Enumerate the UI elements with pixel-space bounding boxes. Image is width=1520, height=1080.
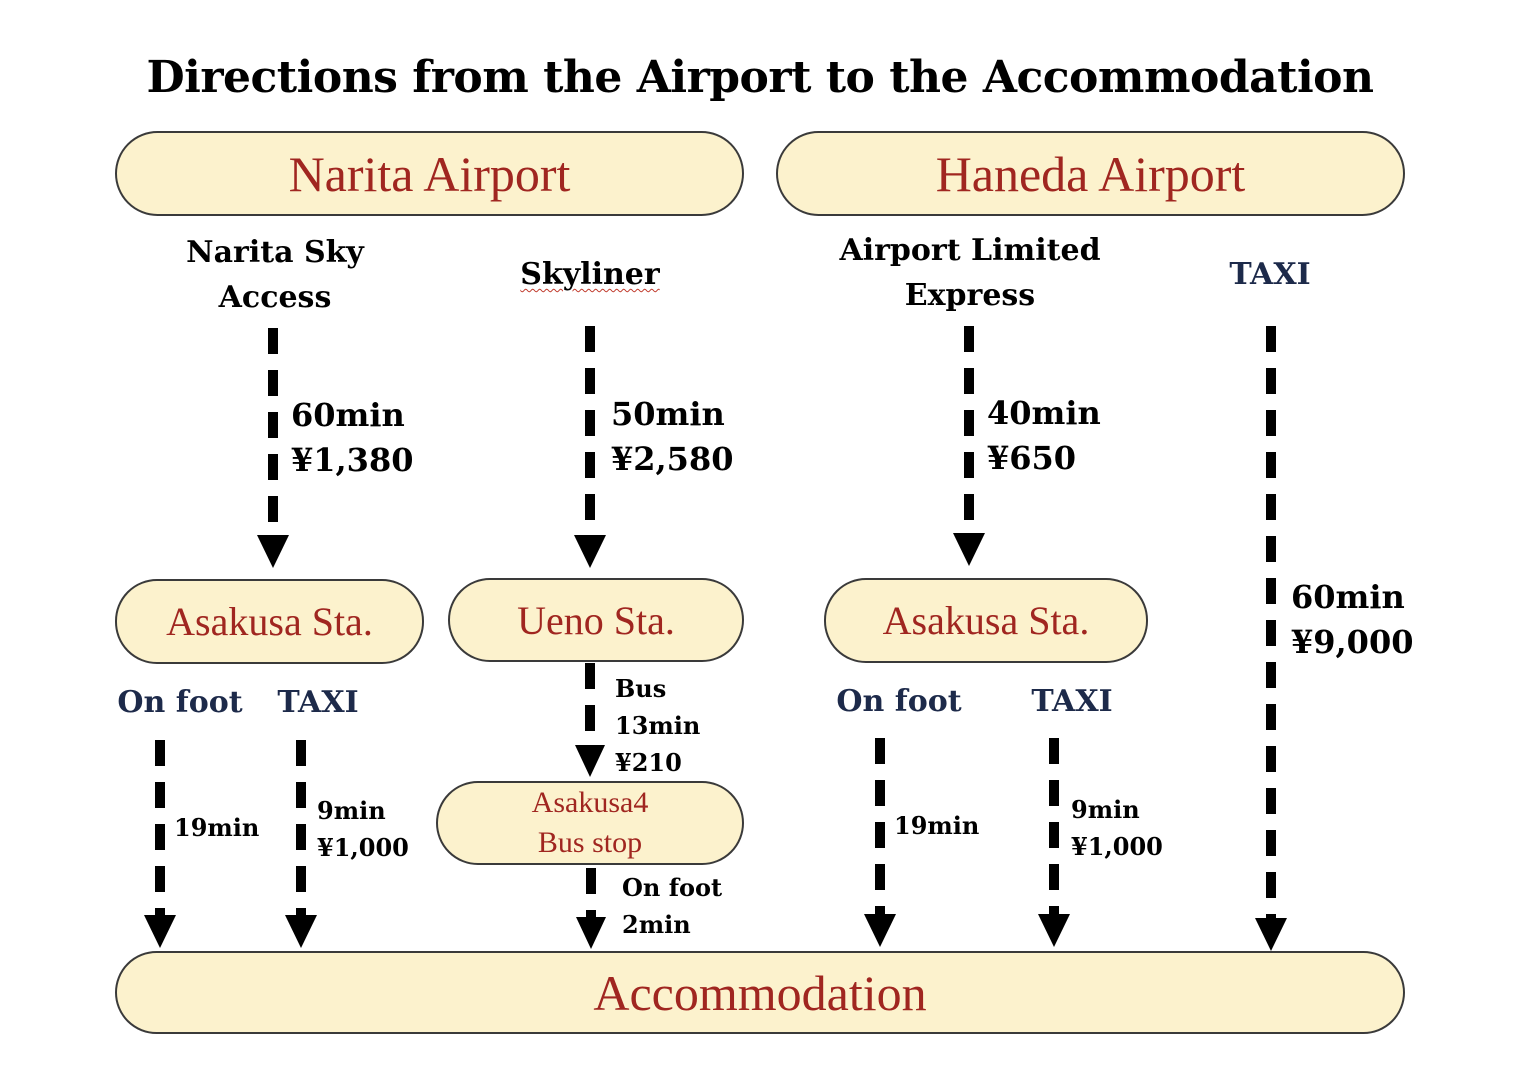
bus-stop-on-foot-info: On foot 2min (622, 869, 722, 943)
route-haneda-taxi-label: TAXI (1229, 257, 1311, 292)
right-on-foot-label: On foot (829, 679, 969, 724)
arrow-bus-stop-on-foot (576, 868, 606, 949)
accommodation-label: Accommodation (593, 964, 927, 1021)
right-taxi-info: 9min ¥1,000 (1071, 791, 1163, 865)
arrow-narita-sky-access (257, 328, 289, 568)
arrow-right-taxi (1038, 738, 1070, 947)
narita-sky-access-time: 60min (291, 396, 405, 434)
left-taxi-info: 9min ¥1,000 (317, 792, 409, 866)
left-taxi-time: 9min (317, 796, 386, 825)
skyliner-fare: ¥2,580 (611, 440, 734, 478)
airport-limited-express-info: 40min ¥650 (987, 391, 1101, 481)
arrow-ueno-bus (575, 663, 605, 777)
bus-stop-on-foot-label: On foot (622, 873, 723, 902)
arrow-left-taxi (285, 740, 317, 948)
asakusa-station-right-label: Asakusa Sta. (882, 598, 1090, 643)
ueno-bus-fare: ¥210 (615, 748, 682, 777)
route-skyliner: Skyliner (480, 252, 700, 297)
route-ale-line2: Express (904, 278, 1036, 313)
haneda-taxi-time: 60min (1291, 578, 1405, 616)
route-airport-limited-express: Airport Limited Express (820, 228, 1120, 318)
asakusa-station-right-node: Asakusa Sta. (824, 578, 1148, 663)
accommodation-node: Accommodation (115, 951, 1405, 1034)
asakusa4-bus-stop-node: Asakusa4 Bus stop (436, 781, 744, 865)
right-on-foot-text: On foot (836, 684, 962, 719)
narita-airport-node: Narita Airport (115, 131, 744, 216)
arrow-airport-limited-express (953, 326, 985, 566)
bus-stop-line2: Bus stop (537, 826, 643, 859)
bus-stop-on-foot-time: 2min (622, 910, 691, 939)
ueno-bus-time: 13min (615, 711, 701, 740)
route-ale-line1: Airport Limited (839, 233, 1101, 268)
ale-time: 40min (987, 394, 1101, 432)
left-on-foot-label: On foot (110, 680, 250, 725)
route-haneda-taxi: TAXI (1210, 252, 1330, 297)
route-narita-sky-access-line2: Access (218, 280, 332, 315)
ueno-bus-info: Bus 13min ¥210 (615, 670, 700, 781)
arrow-haneda-taxi (1255, 326, 1287, 951)
route-skyliner-label: Skyliner (520, 257, 660, 292)
left-on-foot-info: 19min (174, 809, 259, 846)
right-taxi-time: 9min (1071, 795, 1140, 824)
narita-airport-label: Narita Airport (288, 145, 571, 202)
narita-sky-access-fare: ¥1,380 (291, 441, 414, 479)
asakusa-station-left-node: Asakusa Sta. (115, 579, 424, 664)
arrow-left-on-foot (144, 740, 176, 948)
haneda-taxi-info: 60min ¥9,000 (1291, 575, 1413, 665)
right-on-foot-time: 19min (894, 811, 980, 840)
right-taxi-text: TAXI (1031, 684, 1113, 719)
skyliner-time: 50min (611, 395, 725, 433)
left-taxi-text: TAXI (277, 685, 359, 720)
skyliner-info: 50min ¥2,580 (611, 392, 733, 482)
page-title: Directions from the Airport to the Accom… (146, 52, 1374, 103)
haneda-airport-node: Haneda Airport (776, 131, 1405, 216)
haneda-airport-label: Haneda Airport (935, 145, 1246, 202)
arrow-right-on-foot (864, 738, 896, 947)
asakusa-station-left-label: Asakusa Sta. (166, 599, 373, 644)
narita-sky-access-info: 60min ¥1,380 (291, 393, 413, 483)
bus-stop-line1: Asakusa4 (531, 786, 649, 819)
haneda-taxi-fare: ¥9,000 (1291, 623, 1414, 661)
right-taxi-fare: ¥1,000 (1071, 832, 1163, 861)
ale-fare: ¥650 (987, 439, 1077, 477)
ueno-station-node: Ueno Sta. (448, 578, 744, 662)
left-on-foot-text: On foot (117, 685, 243, 720)
left-taxi-fare: ¥1,000 (317, 833, 409, 862)
arrow-skyliner (574, 326, 606, 568)
left-on-foot-time: 19min (174, 813, 260, 842)
route-narita-sky-access-line1: Narita Sky (186, 235, 364, 270)
ueno-station-label: Ueno Sta. (517, 597, 675, 643)
route-narita-sky-access: Narita Sky Access (145, 230, 405, 320)
ueno-bus-label: Bus (615, 674, 667, 703)
right-taxi-label: TAXI (1022, 679, 1122, 724)
right-on-foot-info: 19min (894, 807, 979, 844)
left-taxi-label: TAXI (268, 680, 368, 725)
